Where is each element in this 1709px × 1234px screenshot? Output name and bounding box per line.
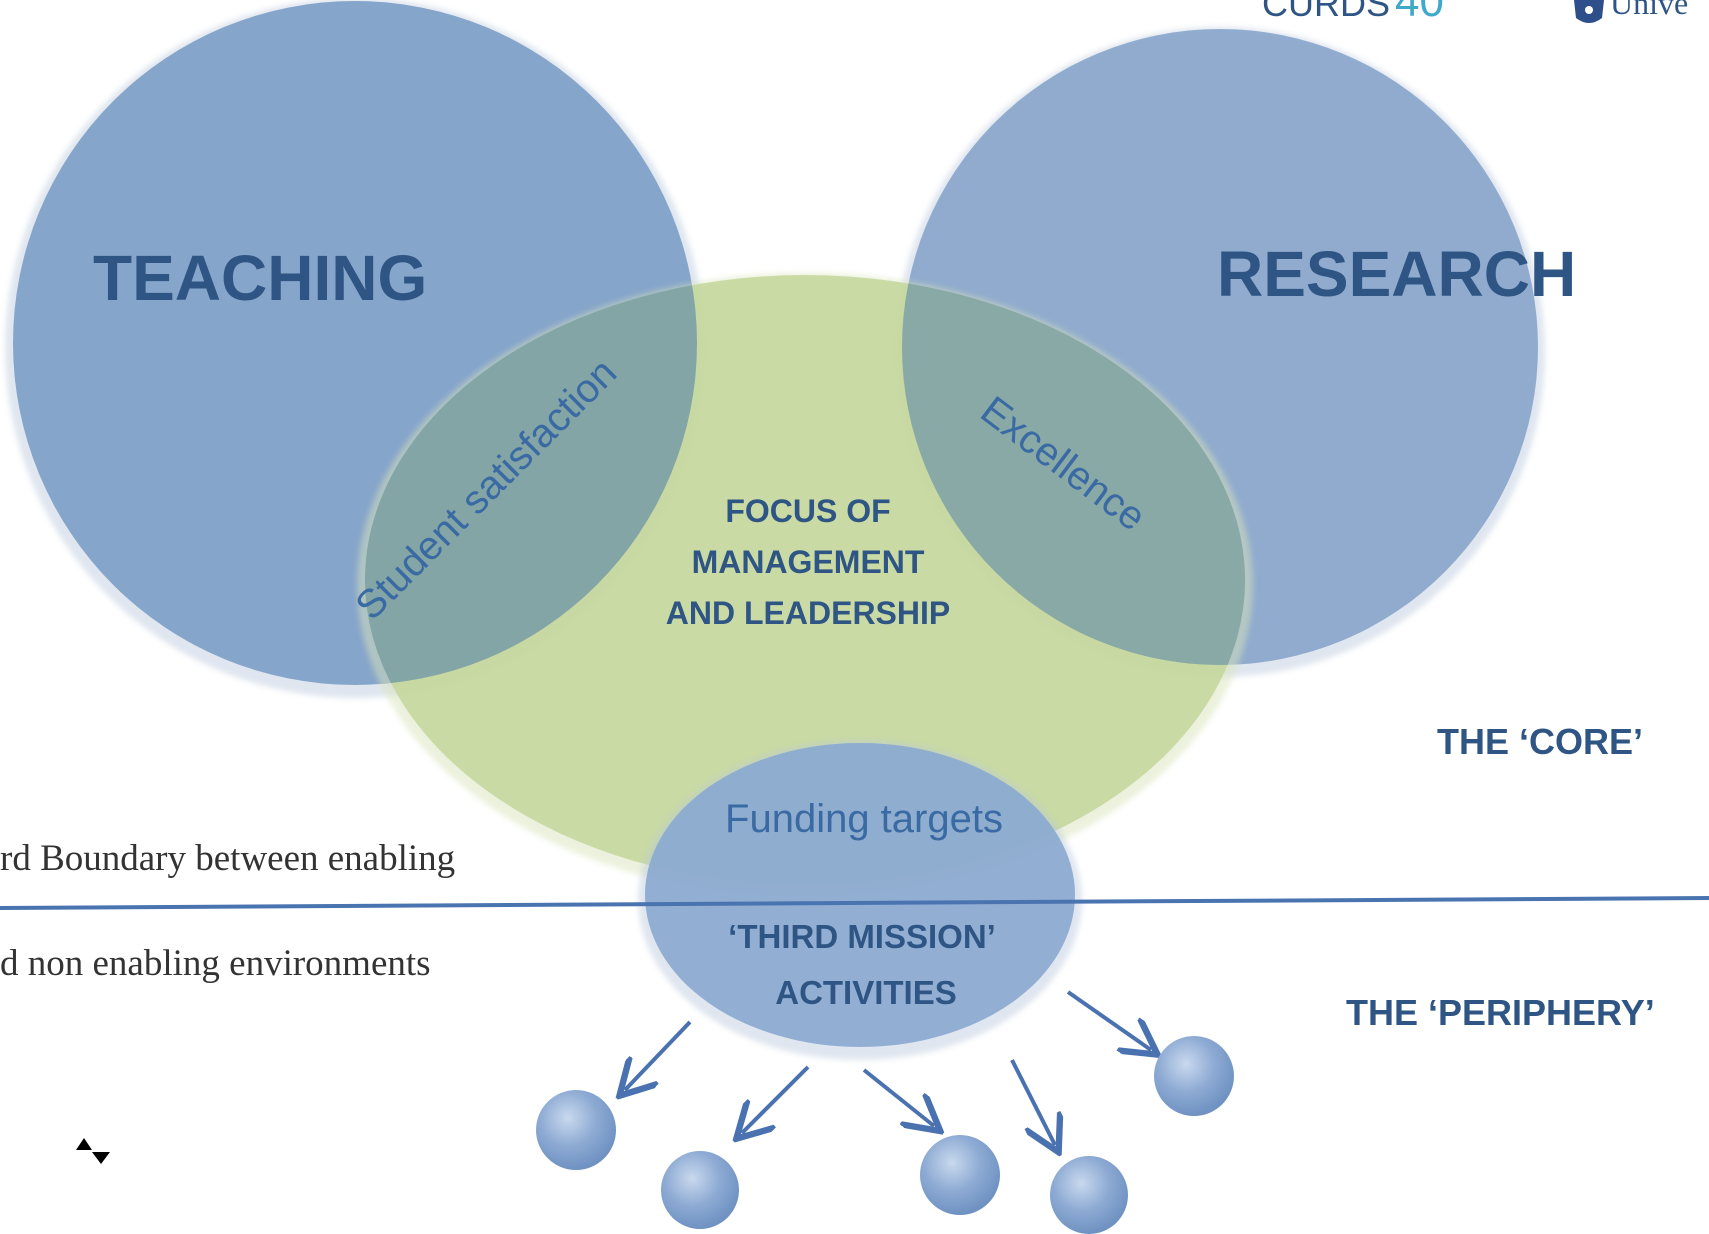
third-mission-circle bbox=[638, 740, 1082, 1060]
arrow-5 bbox=[1066, 990, 1151, 1050]
teaching-label: TEACHING bbox=[93, 242, 427, 314]
shield-emblem-icon bbox=[1585, 6, 1593, 14]
resize-handle-icon bbox=[76, 1138, 110, 1164]
university-logo: Unive bbox=[1574, 0, 1688, 23]
focus-label-line2: MANAGEMENT bbox=[692, 544, 925, 580]
curds-logo-number: 40 bbox=[1395, 0, 1444, 26]
sphere-5 bbox=[1154, 1036, 1234, 1116]
boundary-line bbox=[0, 896, 1709, 910]
research-label: RESEARCH bbox=[1217, 238, 1576, 310]
boundary-text-line2: d non enabling environments bbox=[0, 943, 431, 984]
arrow-1 bbox=[625, 1020, 692, 1090]
third-mission-label-line1: ‘THIRD MISSION’ bbox=[728, 918, 996, 955]
the-periphery-label: THE ‘PERIPHERY’ bbox=[1346, 992, 1655, 1033]
university-logo-text: Unive bbox=[1610, 0, 1688, 21]
focus-label-line1: FOCUS OF bbox=[725, 493, 890, 529]
funding-targets-label: Funding targets bbox=[725, 797, 1003, 841]
third-mission-label-line2: ACTIVITIES bbox=[775, 974, 957, 1011]
sphere-2 bbox=[661, 1151, 739, 1229]
teaching-focus-overlap bbox=[365, 275, 697, 685]
outward-arrows bbox=[625, 990, 1151, 1145]
sphere-4 bbox=[1050, 1156, 1128, 1234]
arrow-3 bbox=[862, 1068, 934, 1126]
sphere-1 bbox=[536, 1090, 616, 1170]
boundary-text-line1: rd Boundary between enabling bbox=[0, 838, 455, 879]
arrow-4 bbox=[1010, 1059, 1055, 1145]
overlap-regions bbox=[365, 275, 1245, 685]
arrow-2 bbox=[742, 1065, 810, 1133]
the-core-label: THE ‘CORE’ bbox=[1437, 721, 1643, 762]
focus-label-line3: AND LEADERSHIP bbox=[666, 595, 950, 631]
periphery-spheres bbox=[536, 1036, 1234, 1234]
curds-logo-text: CURDS bbox=[1262, 0, 1390, 24]
curds-logo: CURDS 40 bbox=[1262, 0, 1444, 26]
sphere-3 bbox=[920, 1135, 1000, 1215]
research-focus-overlap bbox=[902, 275, 1245, 665]
